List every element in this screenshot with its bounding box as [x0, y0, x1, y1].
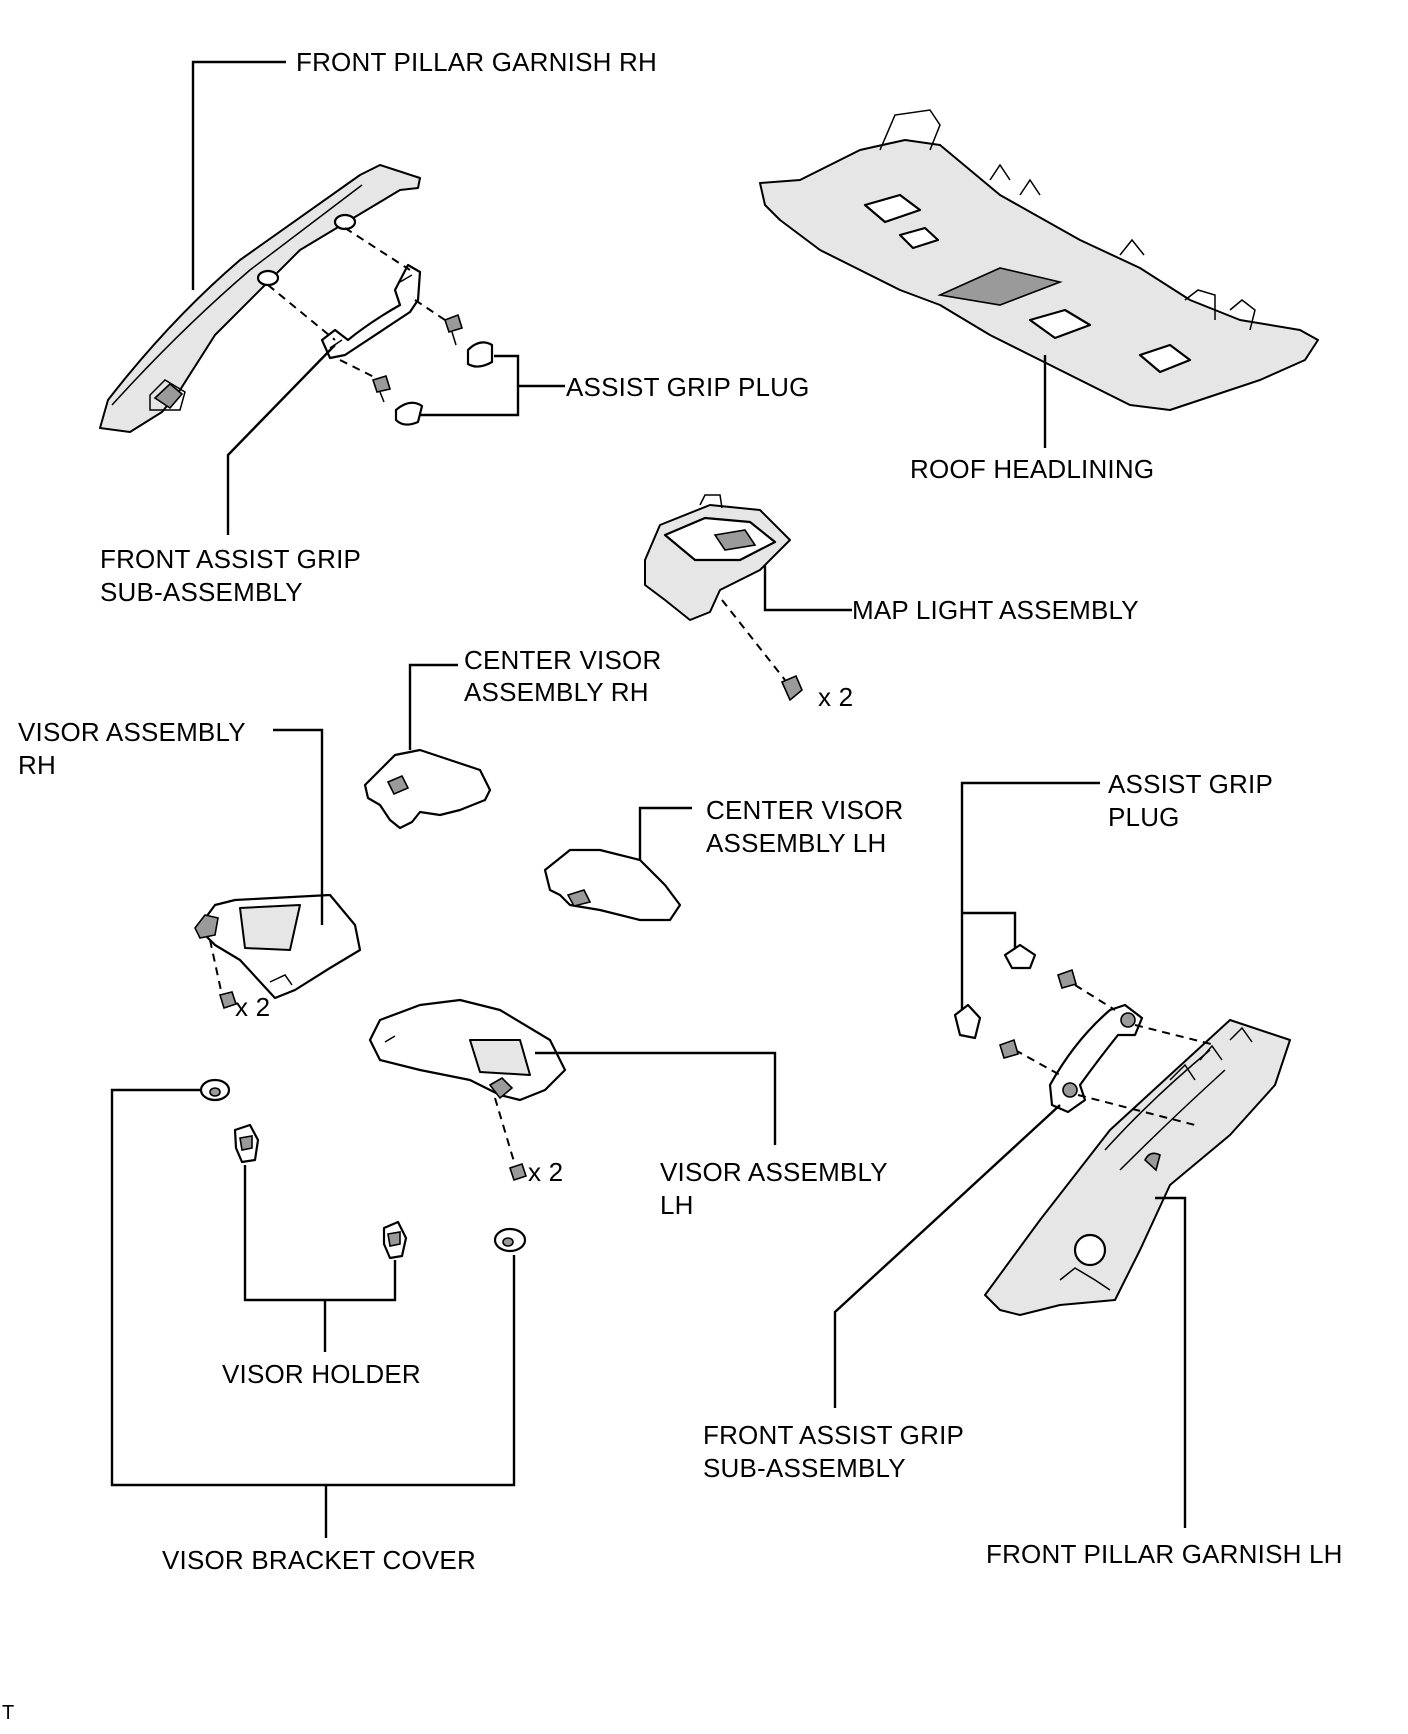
screw-rh-1 — [443, 313, 463, 346]
visor-holder-1 — [233, 1123, 260, 1164]
label-center-visor-rh-line1: CENTER VISOR — [464, 645, 662, 675]
assist-grip-plug-rh-2 — [394, 401, 424, 426]
dash-visor-rh — [209, 939, 223, 996]
screw-lh-1 — [999, 1038, 1019, 1059]
dash-map-light — [721, 599, 786, 681]
visor-holder-2 — [382, 1220, 408, 1260]
label-visor-holder: VISOR HOLDER — [222, 1359, 421, 1389]
dash-grip-rh-3 — [339, 359, 381, 381]
label-roof-headlining: ROOF HEADLINING — [910, 454, 1155, 484]
dash-grip-rh-2 — [344, 227, 411, 271]
label-visor-lh-qty: x 2 — [528, 1157, 564, 1187]
dash-grip-rh-1 — [267, 284, 336, 341]
label-center-visor-lh-line1: CENTER VISOR — [706, 795, 904, 825]
dash-grip-lh-3 — [1014, 1049, 1061, 1076]
label-visor-bracket-cover: VISOR BRACKET COVER — [162, 1545, 476, 1575]
dash-visor-lh — [494, 1097, 516, 1166]
label-visor-assembly-rh-line1: VISOR ASSEMBLY — [18, 717, 246, 747]
screw-lh-2 — [1057, 968, 1077, 989]
visor-bracket-cover-1 — [199, 1078, 231, 1102]
front-pillar-garnish-rh-part — [99, 164, 421, 433]
label-visor-assembly-lh-line2: LH — [660, 1190, 694, 1220]
label-assist-grip-plug-lh-line1: ASSIST GRIP — [1108, 769, 1273, 799]
label-front-assist-grip-rh-line2: SUB-ASSEMBLY — [100, 577, 303, 607]
assist-grip-plug-rh-1 — [466, 341, 494, 368]
label-center-visor-lh-line2: ASSEMBLY LH — [706, 828, 887, 858]
dash-grip-lh-1 — [1077, 1094, 1196, 1126]
leader-map-light-assembly — [763, 565, 852, 612]
assist-grip-plug-lh-1 — [1003, 943, 1037, 970]
leader-center-visor-lh — [638, 806, 692, 860]
dash-grip-lh-2 — [1134, 1024, 1216, 1046]
visor-assembly-rh-part — [194, 893, 362, 1000]
roof-headlining-part — [759, 109, 1319, 411]
screw-visor-rh — [218, 991, 238, 1010]
leader-assist-grip-plug-lh — [960, 781, 1100, 1010]
label-front-pillar-garnish-lh: FRONT PILLAR GARNISH LH — [986, 1539, 1343, 1569]
visor-bracket-cover-2 — [493, 1227, 527, 1253]
dash-grip-rh-4 — [414, 299, 446, 321]
front-assist-grip-lh-part — [1048, 1003, 1144, 1114]
screw-visor-lh — [508, 1162, 528, 1182]
leader-visor-holder — [243, 1165, 397, 1352]
label-center-visor-rh-line2: ASSEMBLY RH — [464, 677, 649, 707]
label-assist-grip-plug-lh-line2: PLUG — [1108, 802, 1180, 832]
center-visor-rh-part — [363, 748, 492, 830]
screw-map-light — [780, 674, 803, 702]
leader-assist-grip-plug-rh — [420, 354, 565, 417]
label-map-light-qty: x 2 — [818, 682, 854, 712]
label-visor-rh-qty: x 2 — [235, 992, 271, 1022]
label-visor-assembly-rh-line2: RH — [18, 750, 56, 780]
leader-visor-bracket-cover — [110, 1088, 516, 1538]
label-front-assist-grip-lh-line1: FRONT ASSIST GRIP — [703, 1420, 965, 1450]
dash-grip-lh-4 — [1074, 984, 1116, 1011]
label-map-light-assembly: MAP LIGHT ASSEMBLY — [852, 595, 1139, 625]
leader-front-pillar-garnish-lh — [1155, 1196, 1187, 1528]
label-assist-grip-plug-rh: ASSIST GRIP PLUG — [566, 372, 810, 402]
label-front-assist-grip-lh-line2: SUB-ASSEMBLY — [703, 1453, 906, 1483]
front-pillar-garnish-lh-part — [984, 1019, 1291, 1316]
label-front-assist-grip-rh-line1: FRONT ASSIST GRIP — [100, 544, 362, 574]
screw-rh-2 — [371, 375, 392, 403]
label-corner-mark: T — [2, 1702, 15, 1724]
label-front-pillar-garnish-rh: FRONT PILLAR GARNISH RH — [296, 47, 657, 77]
leader-front-pillar-garnish-rh — [191, 60, 286, 290]
leader-visor-assembly-rh — [273, 728, 324, 925]
label-visor-assembly-lh-line1: VISOR ASSEMBLY — [660, 1157, 888, 1187]
assist-grip-plug-lh-2 — [953, 1003, 982, 1040]
leader-front-assist-grip-rh — [226, 344, 336, 535]
front-assist-grip-rh-part — [320, 263, 422, 360]
leader-front-assist-grip-lh — [833, 1104, 1061, 1408]
visor-assembly-lh-part — [368, 998, 567, 1102]
leader-center-visor-rh — [408, 663, 458, 750]
center-visor-lh-part — [543, 848, 682, 922]
leader-visor-assembly-lh — [535, 1051, 777, 1145]
map-light-assembly-part — [644, 494, 791, 621]
